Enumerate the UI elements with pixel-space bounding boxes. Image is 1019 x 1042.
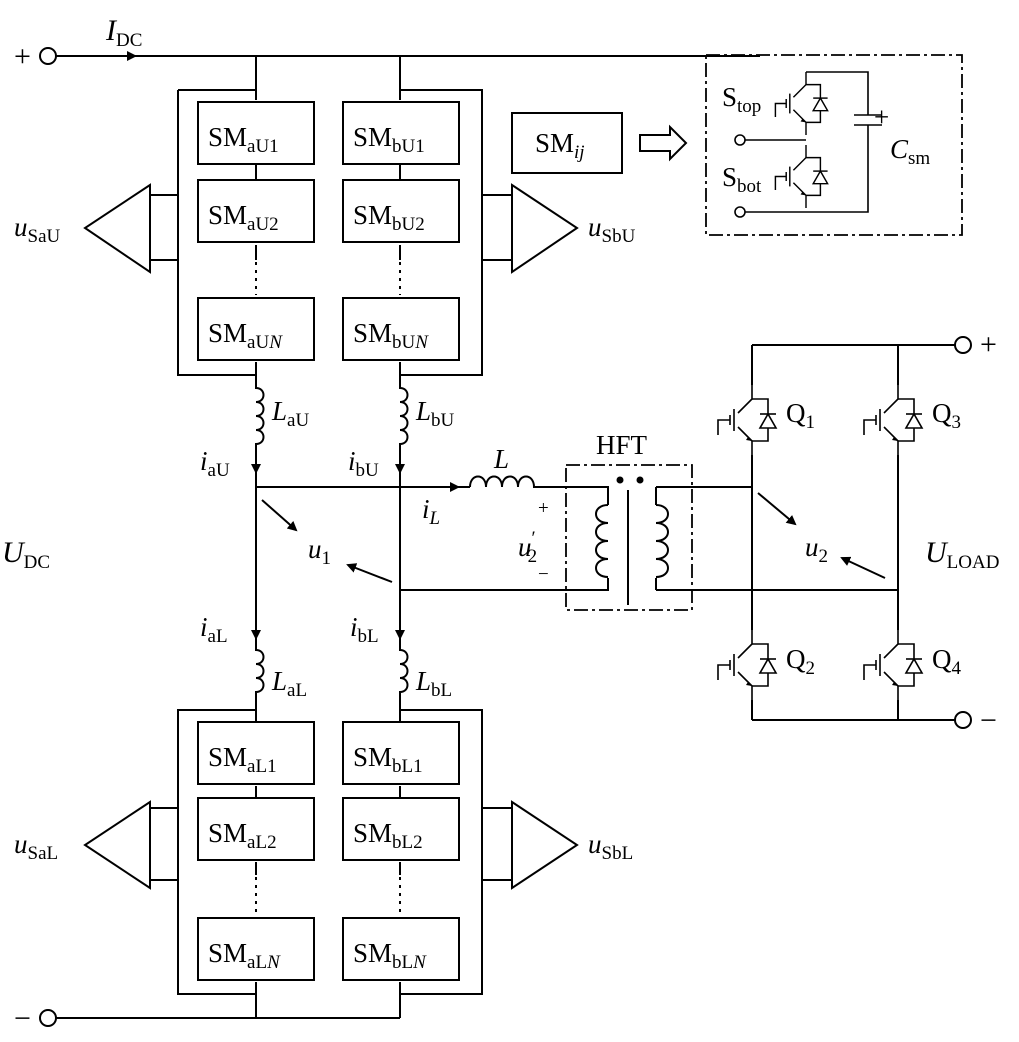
submodule-aLN: [197, 917, 315, 981]
dc-plus-label: +: [14, 40, 31, 73]
switch-Q2-label: Q2: [786, 644, 815, 679]
sm-bL2-label: SMbL2: [353, 818, 423, 853]
arrow-u1-a: [261, 499, 298, 532]
dc-minus-label: −: [14, 1002, 31, 1035]
uload-label: ULOAD: [925, 536, 999, 573]
capacitor-Csm-label: Csm: [890, 134, 930, 169]
arrow-u2-a: [757, 492, 797, 526]
submodule-bU1: [342, 101, 460, 165]
transformer-HFT: [565, 464, 693, 611]
switch-Q1-label: Q1: [786, 398, 815, 433]
arrow-u1-b: [346, 563, 393, 583]
switch-S-bot: [774, 144, 829, 209]
inductor-L-label: L: [493, 444, 509, 474]
inductor-LaU: [251, 378, 265, 474]
submodule-bL1: [342, 721, 460, 785]
u2-prime-plus: +: [538, 498, 549, 519]
udc-label: UDC: [2, 536, 50, 573]
sm-bLN-label: SMbLN: [353, 938, 427, 973]
voltage-u2-label: u2: [805, 532, 828, 567]
submodule-bLN: [342, 917, 460, 981]
inductor-LaL-label: LaL: [271, 666, 307, 701]
submodule-bUN: [342, 297, 460, 361]
sm-bL1-label: SMbL1: [353, 742, 423, 777]
output-plus-label: +: [980, 328, 997, 361]
source-SaL-label: uSaL: [14, 829, 58, 864]
inductor-LbU-label: LbU: [415, 396, 455, 431]
switch-S-top: [774, 71, 829, 136]
submodule-aUN: [197, 297, 315, 361]
source-SbL-triangle: [511, 800, 579, 890]
expand-arrow-icon: [639, 124, 688, 162]
source-SbU-triangle: [511, 183, 579, 274]
current-ibU-label: ibU: [348, 446, 379, 481]
dc-bus-positive: [39, 47, 760, 65]
capacitor-plus: +: [874, 102, 889, 132]
sm-aU1-label: SMaU1: [208, 122, 279, 157]
sm-bU2-label: SMbU2: [353, 200, 425, 235]
submodule-detail-frame: [705, 54, 963, 236]
idc-label: IDC: [105, 14, 142, 51]
output-minus-label: −: [980, 704, 997, 737]
sm-bUN-label: SMbUN: [353, 318, 429, 353]
current-iaL-label: iaL: [200, 612, 228, 647]
current-iaU-label: iaU: [200, 446, 230, 481]
source-SbL-label: uSbL: [588, 829, 633, 864]
sm-aUN-label: SMaUN: [208, 318, 283, 353]
submodule-ij-box: [511, 112, 623, 174]
submodule-bU2: [342, 179, 460, 243]
current-iL-label: iL: [422, 494, 440, 529]
source-SaU-triangle: [83, 183, 151, 274]
inductor-LbL: [395, 608, 409, 710]
source-SbU-label: uSbU: [588, 212, 636, 247]
sm-bU1-label: SMbU1: [353, 122, 425, 157]
switch-S-top-label: Stop: [722, 82, 761, 117]
switch-Q3: [863, 384, 923, 456]
switch-Q4: [863, 629, 923, 701]
switch-S-bot-label: Sbot: [722, 162, 762, 197]
submodule-aU2: [197, 179, 315, 243]
inductor-LbU: [395, 378, 409, 474]
transformer-label: HFT: [596, 430, 648, 460]
source-SaL-triangle: [83, 800, 151, 890]
sm-aLN-label: SMaLN: [208, 938, 281, 973]
sm-aU2-label: SMaU2: [208, 200, 279, 235]
submodule-aL1: [197, 721, 315, 785]
submodule-aL2: [197, 797, 315, 861]
inductor-LbL-label: LbL: [415, 666, 452, 701]
switch-Q3-label: Q3: [932, 398, 961, 433]
sm-ij-label: SMij: [535, 128, 585, 163]
submodule-bL2: [342, 797, 460, 861]
submodule-aU1: [197, 101, 315, 165]
switch-Q2: [717, 629, 777, 701]
dc-bus-negative: [39, 1009, 400, 1027]
inductor-LaU-label: LaU: [271, 396, 309, 431]
current-ibL-label: ibL: [350, 612, 379, 647]
u2-prime-minus: −: [538, 564, 549, 585]
switch-Q4-label: Q4: [932, 644, 962, 679]
inductor-LaL: [251, 608, 265, 710]
upper-arm-b: [399, 56, 512, 378]
lower-arm-b: [399, 706, 512, 1018]
h-bridge: [751, 336, 972, 729]
switch-Q1: [717, 384, 777, 456]
voltage-u1-label: u1: [308, 534, 331, 569]
source-SaU-label: uSaU: [14, 212, 61, 247]
sm-aL1-label: SMaL1: [208, 742, 277, 777]
lower-arm-a: [150, 706, 257, 1018]
arrow-u2-b: [840, 556, 886, 579]
ac-link-wiring: [255, 470, 898, 608]
submodule-detail-circuit: [734, 71, 882, 218]
voltage-u2-prime-label: u′2: [518, 528, 537, 567]
sm-aL2-label: SMaL2: [208, 818, 277, 853]
upper-arm-a: [150, 56, 257, 378]
